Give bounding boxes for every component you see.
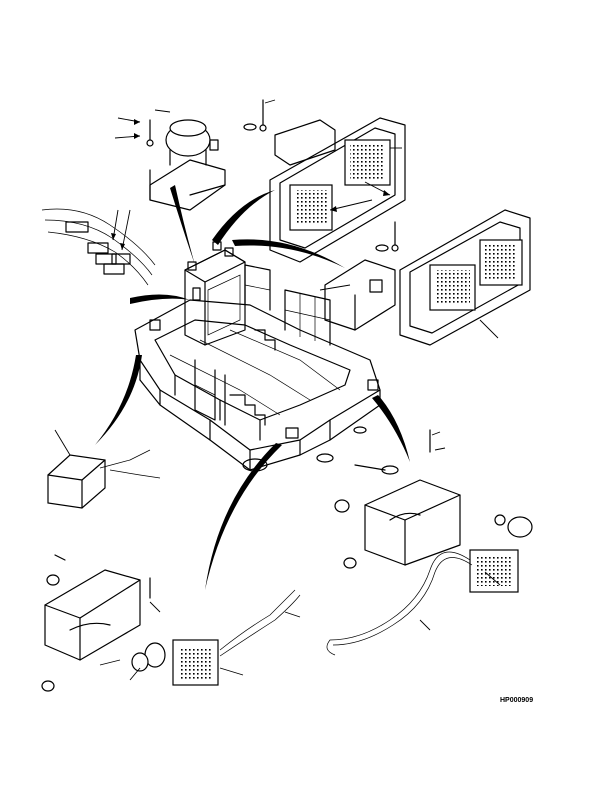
rear-flood-lamp-assembly [324, 209, 531, 346]
leader-lines [54, 99, 501, 681]
right-tail-lamp-assembly [326, 429, 533, 656]
beacon-bracket-assembly [146, 109, 226, 211]
drawing-code: HP000909 [500, 697, 533, 704]
operator-cab [184, 241, 246, 346]
switch-harness [41, 208, 156, 286]
front-flood-lamp-assembly [243, 99, 406, 263]
machine-frame [134, 264, 381, 472]
side-work-lamp [47, 449, 161, 509]
left-tail-lamp-assembly [41, 554, 301, 692]
callout-arcs [95, 185, 410, 590]
